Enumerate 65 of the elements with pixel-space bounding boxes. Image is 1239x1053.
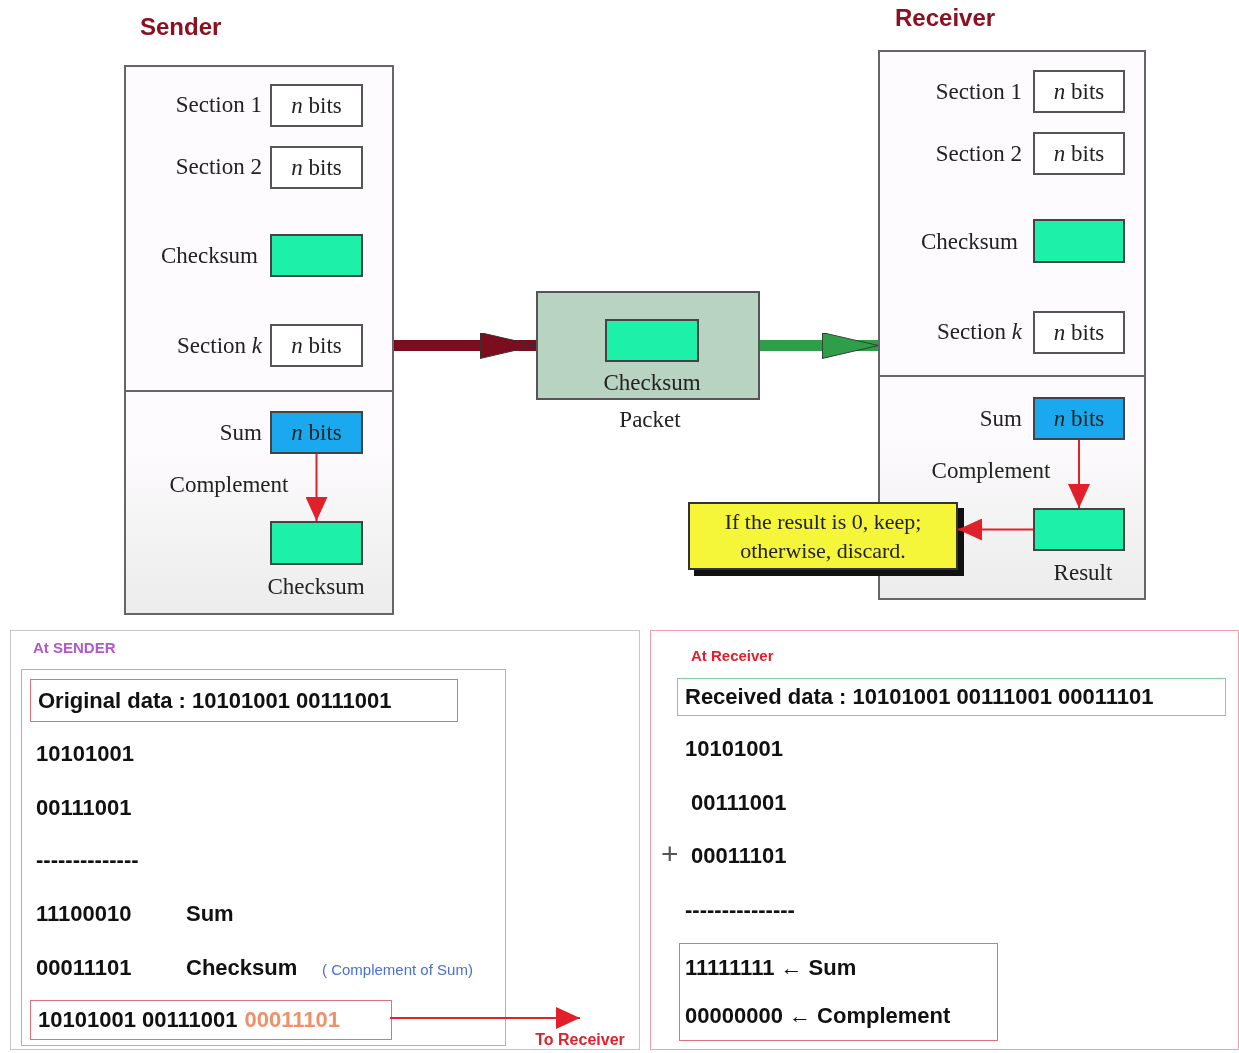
section-label: Section k	[176, 333, 262, 359]
row-label: Checksum	[186, 955, 298, 981]
binary-number: 00011101	[36, 955, 132, 981]
field-label: Checksum	[602, 370, 702, 396]
checksum-field	[1033, 508, 1125, 551]
binary-number: 10101001 00111001	[38, 1007, 238, 1033]
panel-frame	[650, 630, 1239, 1050]
bit-field: n bits	[1033, 132, 1125, 175]
field-label: Sum	[218, 420, 262, 446]
section-label: Section k	[936, 319, 1022, 345]
edge-label: Complement	[168, 472, 290, 498]
panel-frame	[21, 669, 506, 1046]
panel-heading: Sender	[140, 14, 222, 40]
binary-number: 00111001	[36, 795, 132, 821]
binary-number: 10101001	[36, 741, 134, 767]
sum-line: 11111111 ← Sum	[685, 955, 858, 981]
packet-box	[536, 291, 760, 400]
checksum-field	[270, 234, 363, 277]
field-label: Result	[1052, 560, 1114, 586]
section-label: Section 1	[174, 92, 262, 118]
checksum-field	[605, 319, 699, 362]
result-box	[679, 943, 998, 1041]
arrow	[394, 332, 537, 359]
edge-label: To Receiver	[534, 1030, 626, 1050]
row-label: Sum	[186, 901, 234, 927]
field-label: Checksum	[159, 243, 258, 269]
panel-heading: At SENDER	[33, 638, 116, 658]
checksum-field	[1033, 219, 1125, 263]
binary-number: 00111001	[691, 790, 787, 816]
dash-separator: ---------------	[685, 897, 795, 923]
checksum-field	[270, 521, 363, 565]
section-label: Section 2	[934, 141, 1022, 167]
panel-frame	[10, 630, 640, 1050]
data-row: Received data : 10101001 00111001 00011101	[677, 678, 1226, 716]
arrow	[305, 453, 328, 522]
section-label: Section 2	[174, 154, 262, 180]
field-label: Checksum	[266, 574, 366, 600]
field-label: Sum	[978, 406, 1022, 432]
bit-field: n bits	[270, 146, 363, 189]
bit-field: n bits	[1033, 311, 1125, 354]
binary-number: 10101001	[685, 736, 783, 762]
packet-label: Packet	[618, 407, 682, 433]
plus-sign: +	[661, 841, 679, 867]
sum-field: n bits	[270, 411, 363, 454]
binary-number: 00011101	[691, 843, 787, 869]
bit-field: n bits	[270, 84, 363, 127]
section-label: Section 1	[934, 79, 1022, 105]
bit-field: n bits	[1033, 70, 1125, 113]
field-label: Checksum	[919, 229, 1018, 255]
edge-label: Complement	[930, 458, 1052, 484]
arrow	[389, 1007, 581, 1029]
binary-number: 00011101	[244, 1007, 340, 1033]
arrow	[957, 518, 1034, 541]
data-row: Original data : 10101001 00111001	[30, 679, 458, 722]
binary-number: 11100010	[36, 901, 132, 927]
arrow	[1068, 439, 1090, 509]
panel-heading: Receiver	[895, 5, 996, 31]
dash-separator: --------------	[36, 847, 139, 873]
bit-field: n bits	[270, 324, 363, 367]
panel-heading: At Receiver	[691, 646, 774, 666]
note-text: ( Complement of Sum)	[322, 960, 473, 980]
data-row	[30, 1000, 392, 1040]
arrow	[760, 332, 879, 359]
sum-field: n bits	[1033, 397, 1125, 440]
sum-line: 00000000 ← Complement	[685, 1003, 952, 1029]
